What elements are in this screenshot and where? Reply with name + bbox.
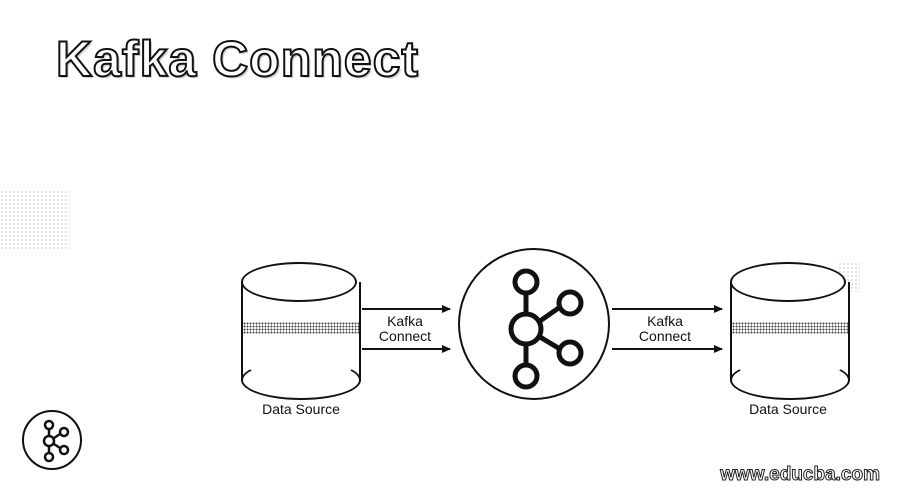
left-connector-line2: Connect	[378, 328, 432, 344]
cylinder-top	[241, 262, 357, 302]
kafka-icon	[42, 419, 70, 463]
left-data-source	[241, 262, 361, 400]
right-data-source	[730, 262, 850, 400]
right-node-label: Data Source	[749, 401, 827, 417]
badge-logo	[22, 410, 82, 470]
left-connector-label: Kafka Connect	[370, 314, 440, 344]
right-connector-line1: Kafka	[647, 313, 683, 329]
watermark-dots-left	[0, 190, 70, 250]
right-connector-label: Kafka Connect	[630, 314, 700, 344]
left-connector-line1: Kafka	[387, 313, 423, 329]
kafka-broker-node	[458, 248, 610, 400]
left-node-label: Data Source	[262, 401, 340, 417]
right-connector-line2: Connect	[638, 328, 692, 344]
cylinder-bottom	[241, 360, 361, 400]
cylinder-band	[241, 322, 361, 334]
cylinder-top	[730, 262, 846, 302]
watermark-text: www.educba.com	[720, 464, 881, 486]
kafka-icon	[508, 268, 584, 390]
cylinder-bottom	[730, 360, 850, 400]
page-title: Kafka Connect	[55, 30, 420, 88]
cylinder-band	[730, 322, 850, 334]
